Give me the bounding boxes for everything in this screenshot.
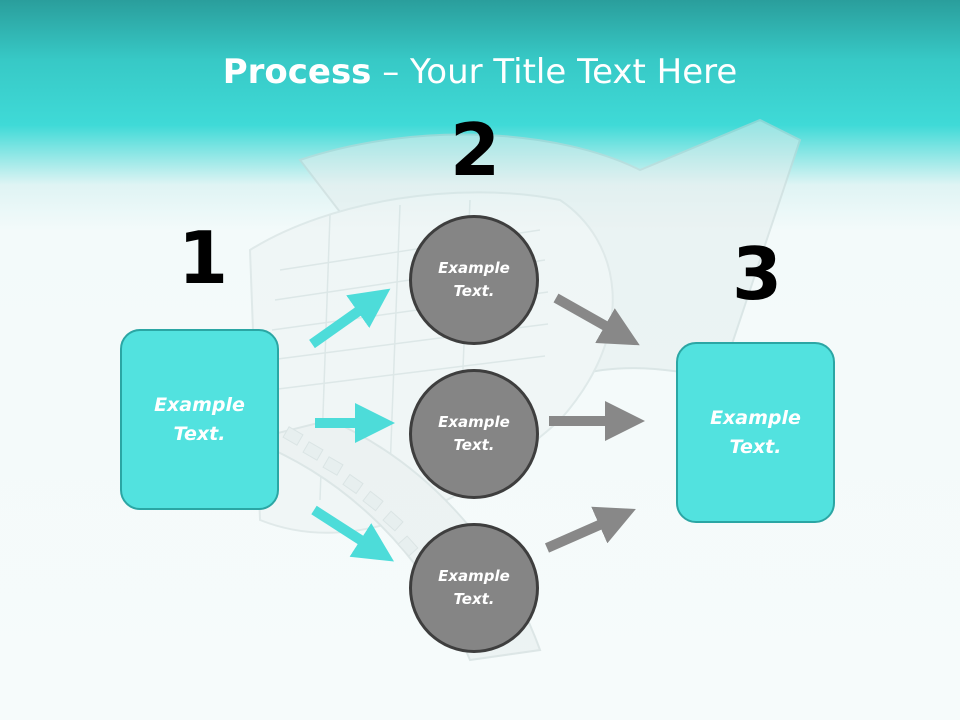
circle-1: Example Text.	[409, 215, 539, 345]
circle-3-text: Example Text.	[438, 567, 510, 608]
circle-1-text: Example Text.	[438, 259, 510, 300]
step-number-1: 1	[178, 216, 229, 300]
arrow-to-circle-1	[309, 288, 391, 349]
step-1-text: Example Text.	[154, 393, 245, 445]
title-bold: Process	[222, 52, 372, 92]
circle-2: Example Text.	[409, 369, 539, 499]
step-3-text: Example Text.	[710, 406, 801, 458]
circle-3: Example Text.	[409, 523, 539, 653]
title-rest: – Your Title Text Here	[371, 52, 738, 92]
circle-2-text: Example Text.	[438, 413, 510, 454]
step-3-box: Example Text.	[676, 342, 835, 523]
arrow-to-circle-3	[311, 505, 395, 562]
page-title: Process – Your Title Text Here	[0, 52, 960, 92]
step-number-3: 3	[732, 232, 783, 316]
arrow-from-circle-1	[553, 293, 640, 346]
arrow-from-circle-3	[544, 506, 636, 553]
step-1-box: Example Text.	[120, 329, 279, 510]
step-number-2: 2	[450, 108, 501, 192]
